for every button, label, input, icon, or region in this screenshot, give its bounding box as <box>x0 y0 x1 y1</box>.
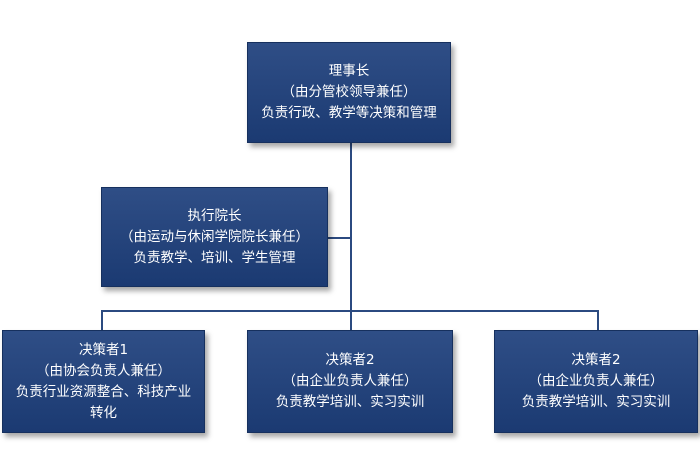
node-chairman: 理事长 （由分管校领导兼任） 负责行政、教学等决策和管理 <box>247 42 451 143</box>
node-executive-dean-appointment: （由运动与休闲学院院长兼任） <box>120 228 309 245</box>
node-executive-dean-title: 执行院长 <box>187 207 242 224</box>
connector-decision-maker-1 <box>101 310 103 330</box>
node-decision-maker-2a-duty: 负责教学培训、实习实训 <box>275 394 425 410</box>
connector-decision-maker-2b <box>597 310 599 330</box>
connector-decision-maker-2a <box>350 310 352 330</box>
node-decision-maker-2b-appointment: （由企业负责人兼任） <box>528 373 664 389</box>
node-decision-maker-2b-title: 决策者2 <box>571 352 621 368</box>
node-chairman-title: 理事长 <box>328 63 370 79</box>
node-chairman-duty: 负责行政、教学等决策和管理 <box>261 105 437 121</box>
node-executive-dean: 执行院长 （由运动与休闲学院院长兼任） 负责教学、培训、学生管理 <box>101 187 328 287</box>
node-decision-maker-2b: 决策者2 （由企业负责人兼任） 负责教学培训、实习实训 <box>494 330 698 433</box>
connector-executive-dean <box>328 237 351 239</box>
node-executive-dean-duty: 负责教学、培训、学生管理 <box>133 249 296 266</box>
node-decision-maker-1: 决策者1 （由协会负责人兼任） 负责行业资源整合、科技产业转化 <box>2 330 205 433</box>
node-decision-maker-1-duty: 负责行业资源整合、科技产业转化 <box>15 383 192 421</box>
node-decision-maker-1-appointment: （由协会负责人兼任） <box>36 362 171 379</box>
node-decision-maker-2a-appointment: （由企业负责人兼任） <box>282 373 418 389</box>
node-chairman-appointment: （由分管校领导兼任） <box>281 84 417 100</box>
connector-chairman-down <box>350 143 352 311</box>
node-decision-maker-2a: 决策者2 （由企业负责人兼任） 负责教学培训、实习实训 <box>247 330 453 433</box>
node-decision-maker-2a-title: 决策者2 <box>325 352 375 368</box>
node-decision-maker-2b-duty: 负责教学培训、实习实训 <box>521 394 671 410</box>
node-decision-maker-1-title: 决策者1 <box>78 341 129 358</box>
